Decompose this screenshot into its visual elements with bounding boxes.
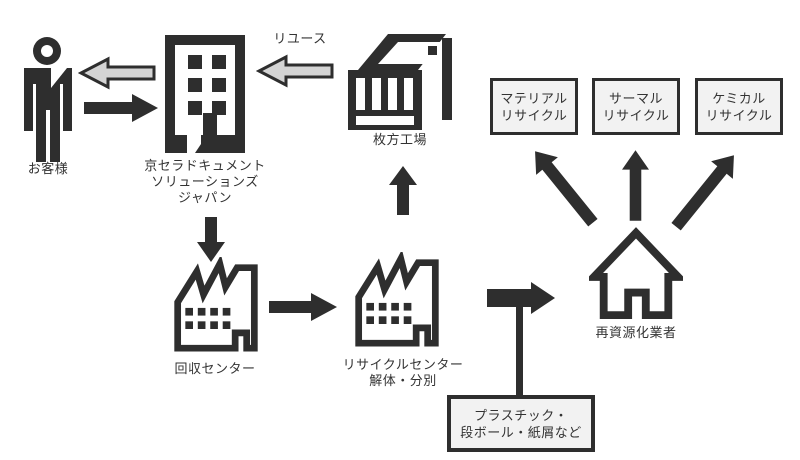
customer-person-icon: [24, 37, 72, 162]
material-recycle-line2: リサイクル: [500, 107, 568, 123]
reuse-label: リユース: [273, 31, 327, 46]
recycle-center-label: リサイクルセンター 解体・分別: [330, 357, 476, 389]
thermal-recycle-box: サーマル リサイクル: [592, 78, 680, 135]
kyocera-office-building-icon: [165, 35, 245, 153]
reseller-to-chemical-arrow: [671, 155, 734, 231]
to-reseller-arrow: [487, 282, 555, 314]
kyocera-label-line2: ソリューションズ: [151, 174, 259, 189]
thermal-recycle-line1: サーマル: [608, 90, 663, 106]
chemical-recycle-line2: リサイクル: [705, 107, 773, 123]
kyocera-to-collection-arrow: [197, 217, 225, 262]
kyocera-label: 京セラドキュメント ソリューションズ ジャパン: [132, 158, 278, 206]
recycle-center-label-line2: 解体・分別: [369, 373, 437, 388]
chemical-recycle-line1: ケミカル: [712, 90, 766, 106]
reseller-to-material-arrow: [535, 151, 598, 227]
reseller-label: 再資源化業者: [595, 325, 677, 340]
kyocera-label-line3: ジャパン: [177, 190, 232, 205]
hirakata-factory-icon: [348, 34, 452, 130]
chemical-recycle-box: ケミカル リサイクル: [695, 78, 783, 135]
reseller-to-thermal-arrow: [622, 150, 649, 221]
collection-center-label: 回収センター: [174, 361, 256, 376]
plastics-materials-line1: プラスチック・: [474, 407, 568, 423]
kyocera-label-line1: 京セラドキュメント: [144, 158, 266, 173]
reseller-house-icon: [589, 227, 683, 320]
recycle-to-hirakata-arrow: [389, 166, 417, 215]
material-recycle-line1: マテリアル: [500, 90, 568, 106]
plastics-connector-line: [516, 305, 523, 398]
plastics-materials-line2: 段ボール・紙屑など: [460, 424, 582, 440]
collection-to-recycle-arrow: [269, 293, 337, 321]
collection-center-factory-icon: [174, 257, 258, 352]
customer-label: お客様: [27, 161, 69, 176]
kyocera-to-customer-reuse-arrow: [78, 56, 156, 90]
plastics-materials-box: プラスチック・ 段ボール・紙屑など: [447, 395, 595, 452]
material-recycle-box: マテリアル リサイクル: [490, 78, 578, 135]
recycle-center-label-line1: リサイクルセンター: [342, 357, 464, 372]
thermal-recycle-line2: リサイクル: [602, 107, 670, 123]
customer-to-kyocera-arrow: [84, 94, 158, 122]
hirakata-label: 枚方工場: [372, 132, 427, 147]
recycle-center-factory-icon: [355, 252, 439, 347]
hirakata-to-kyocera-reuse-arrow: [256, 54, 334, 88]
